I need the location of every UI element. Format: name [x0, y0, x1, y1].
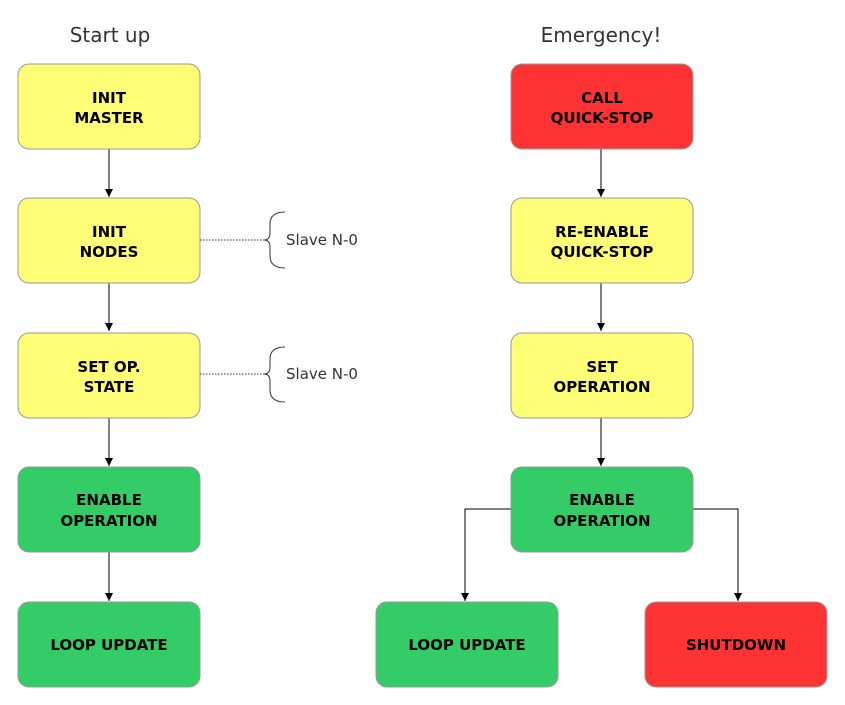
- startup-flow: INIT MASTER INIT NODES SET OP. STATE ENA…: [17, 63, 358, 688]
- step-box: [17, 332, 201, 419]
- step-label-line2: STATE: [84, 378, 135, 396]
- step-box: [510, 63, 694, 150]
- step-label-line2: MASTER: [74, 109, 144, 127]
- emergency-step-shutdown: SHUTDOWN: [644, 601, 828, 688]
- startup-title: Start up: [70, 23, 151, 47]
- emergency-step-set-operation: SET OPERATION: [510, 332, 694, 419]
- emergency-step-enable-operation: ENABLE OPERATION: [510, 466, 694, 553]
- slave-note: Slave N-0: [286, 365, 358, 383]
- step-label-line2: QUICK-STOP: [551, 109, 654, 127]
- emergency-title: Emergency!: [541, 23, 662, 47]
- startup-step-init-master: INIT MASTER: [17, 63, 201, 150]
- step-box: [510, 332, 694, 419]
- emergency-branch-left-arrow: [461, 508, 511, 601]
- step-label-line1: LOOP UPDATE: [50, 636, 167, 654]
- curly-brace: [263, 346, 286, 403]
- emergency-flow: CALL QUICK-STOP RE-ENABLE QUICK-STOP SET…: [375, 63, 828, 688]
- startup-step-enable-operation: ENABLE OPERATION: [17, 466, 201, 553]
- step-box: [375, 601, 559, 688]
- curly-brace: [263, 211, 286, 269]
- step-label-line1: INIT: [92, 223, 127, 241]
- step-box: [17, 466, 201, 553]
- step-label-line1: ENABLE: [569, 491, 635, 509]
- step-label-line2: NODES: [80, 243, 139, 261]
- step-label-line2: OPERATION: [553, 512, 650, 530]
- step-box: [510, 466, 694, 553]
- emergency-step-loop-update: LOOP UPDATE: [375, 601, 559, 688]
- startup-step-set-op-state: SET OP. STATE: [17, 332, 201, 419]
- step-label-line1: CALL: [581, 89, 623, 107]
- startup-step-init-nodes: INIT NODES: [17, 197, 201, 284]
- emergency-step-call-quick-stop: CALL QUICK-STOP: [510, 63, 694, 150]
- step-box: [644, 601, 828, 688]
- slave-note: Slave N-0: [286, 231, 358, 249]
- slave-annotation-2: Slave N-0: [200, 346, 358, 403]
- step-label-line2: QUICK-STOP: [551, 243, 654, 261]
- emergency-branch-right-arrow: [692, 508, 742, 601]
- emergency-step-re-enable-quick-stop: RE-ENABLE QUICK-STOP: [510, 197, 694, 284]
- step-label-line1: ENABLE: [76, 491, 142, 509]
- step-label-line1: SHUTDOWN: [686, 636, 786, 654]
- step-label-line1: RE-ENABLE: [555, 223, 649, 241]
- step-label-line1: SET: [586, 358, 618, 376]
- step-label-line1: INIT: [92, 89, 127, 107]
- startup-step-loop-update: LOOP UPDATE: [17, 601, 201, 688]
- step-label-line2: OPERATION: [60, 512, 157, 530]
- slave-annotation-1: Slave N-0: [200, 211, 358, 269]
- step-box: [17, 601, 201, 688]
- step-label-line2: OPERATION: [553, 378, 650, 396]
- step-label-line1: SET OP.: [77, 358, 140, 376]
- step-label-line1: LOOP UPDATE: [408, 636, 525, 654]
- step-box: [17, 63, 201, 150]
- step-box: [510, 197, 694, 284]
